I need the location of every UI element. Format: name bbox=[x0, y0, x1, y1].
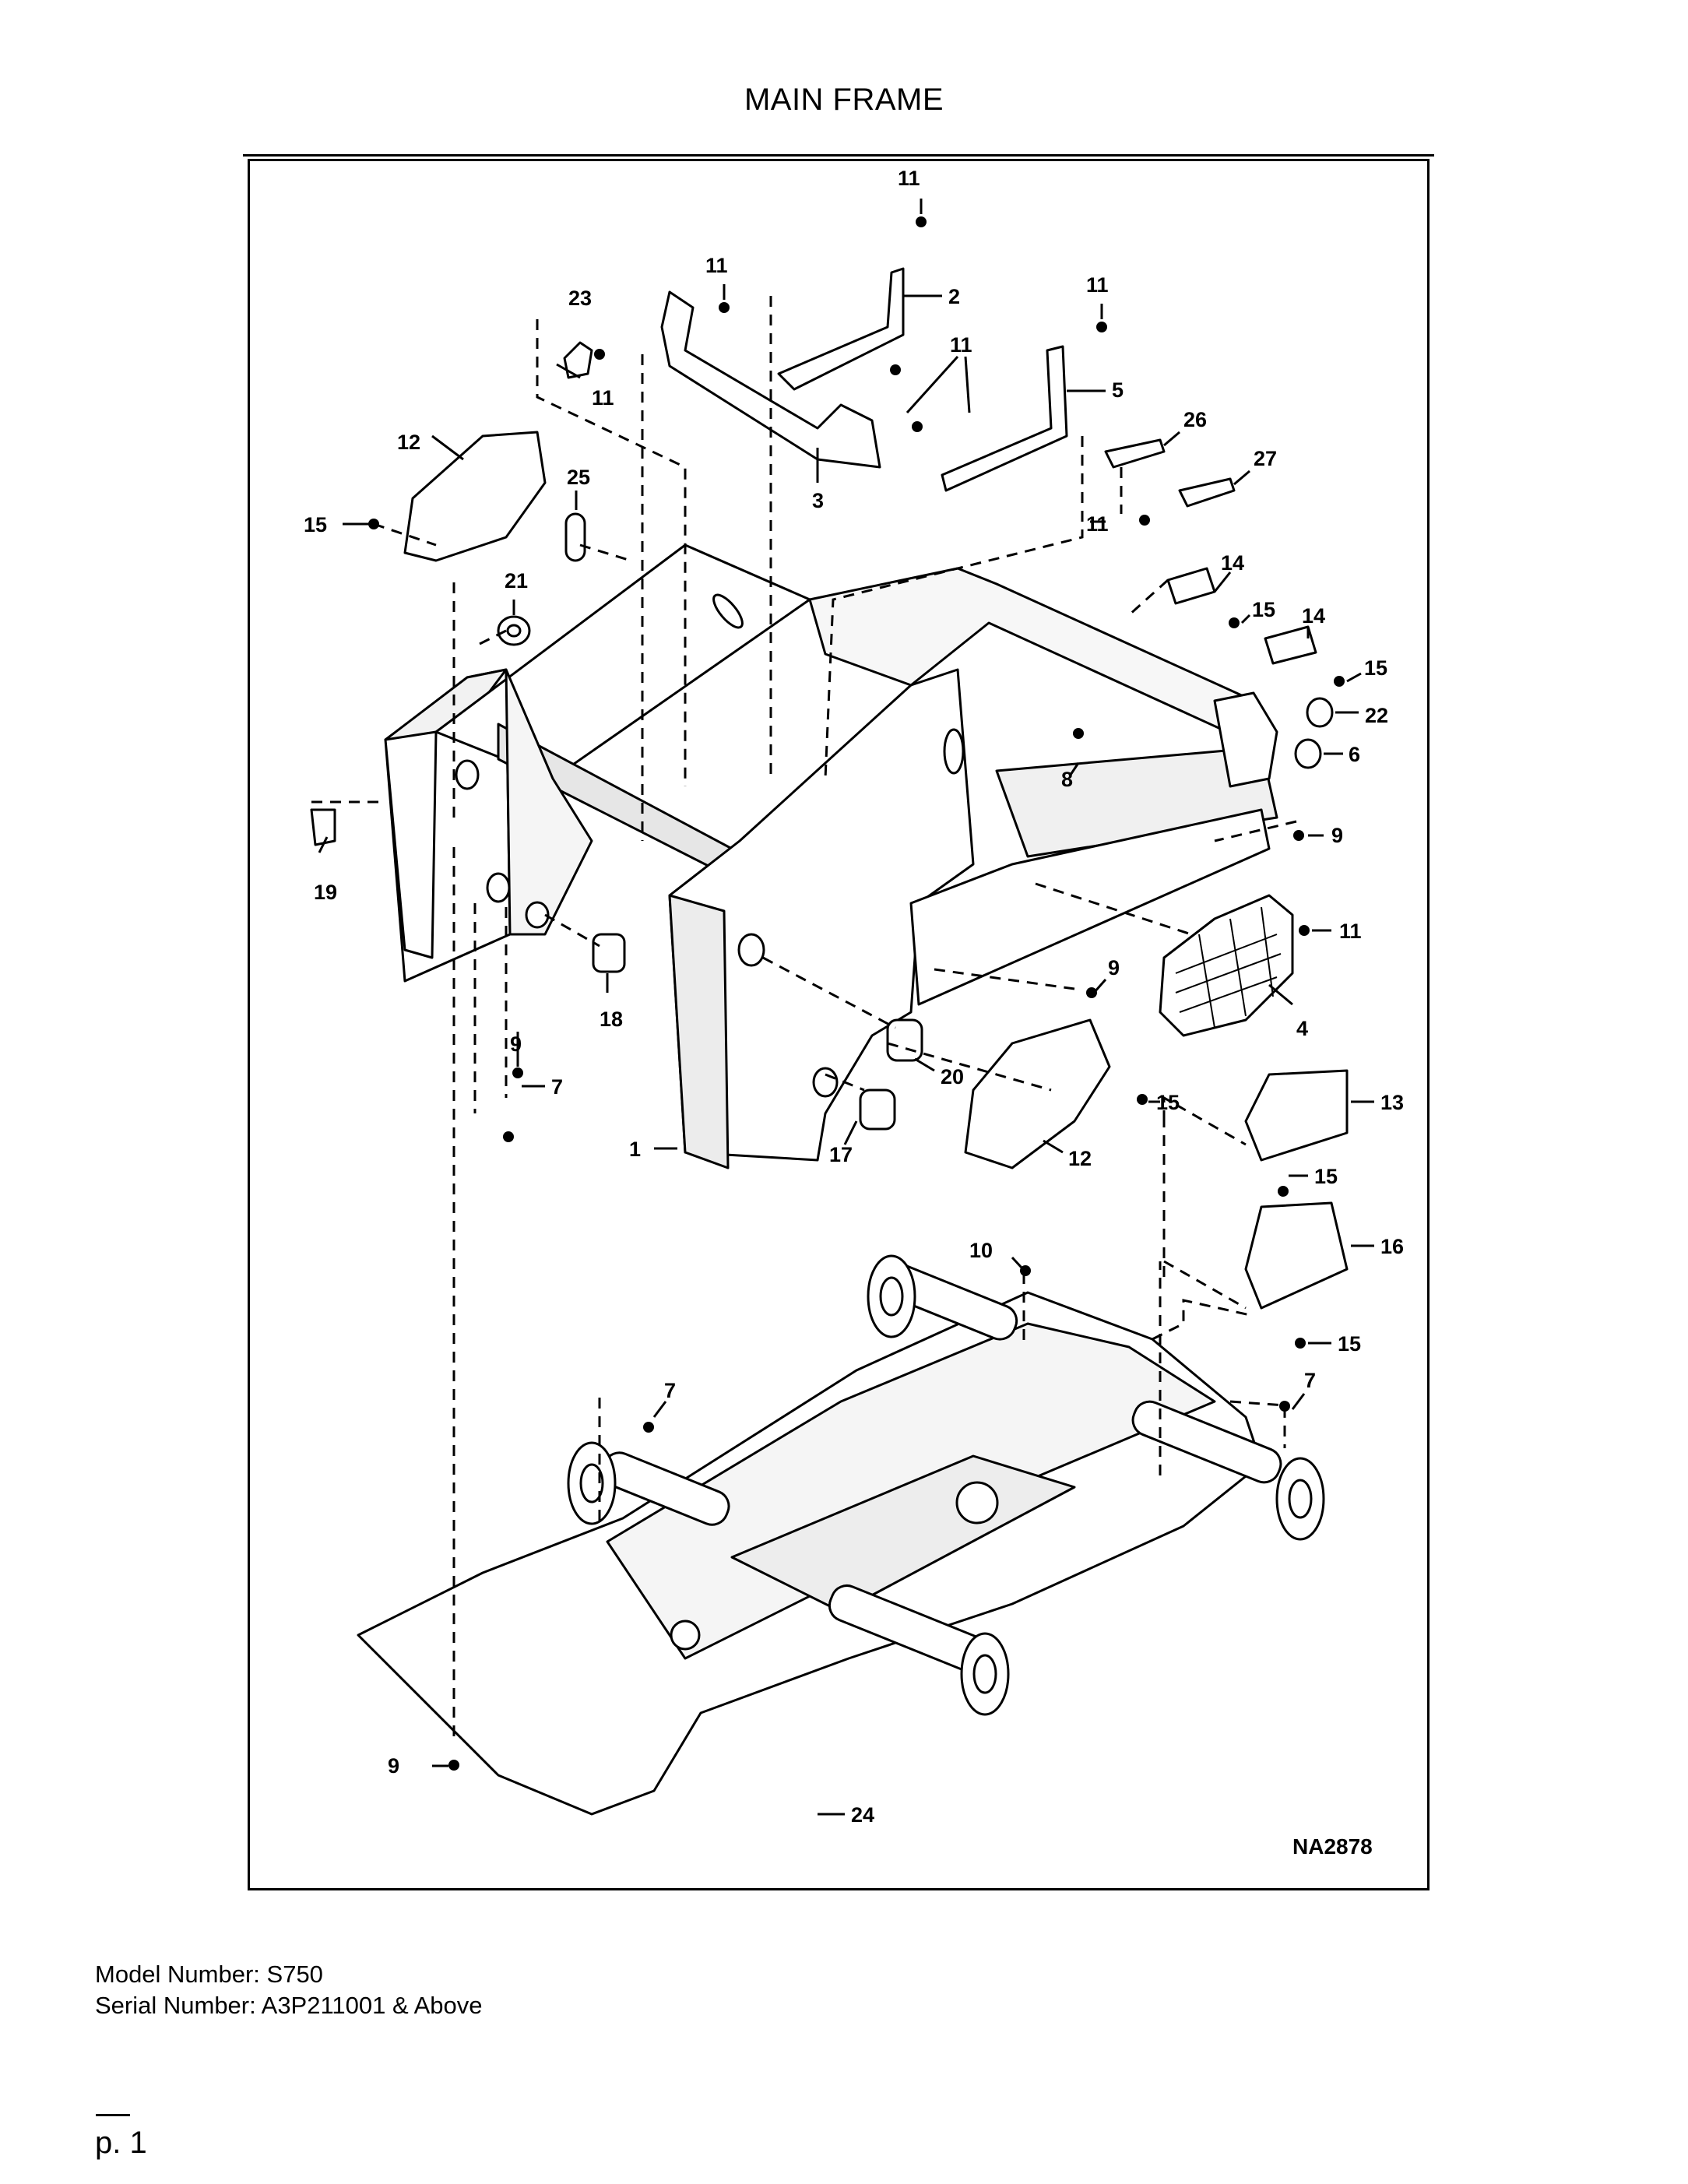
callout-26: 26 bbox=[1183, 408, 1207, 431]
callout-25: 25 bbox=[567, 466, 590, 489]
bushing-22 bbox=[1306, 697, 1334, 728]
model-number: Model Number: S750 bbox=[95, 1961, 323, 1988]
cover-13 bbox=[1244, 1069, 1349, 1162]
frame-floor-plate bbox=[909, 808, 1271, 1006]
plate-14-a bbox=[1166, 567, 1216, 605]
chassis-assembly bbox=[357, 1263, 1282, 1816]
grille-4 bbox=[1159, 894, 1294, 1037]
callout-14-b: 14 bbox=[1302, 604, 1325, 628]
bushing-18 bbox=[592, 933, 626, 973]
callout-7-a: 7 bbox=[551, 1075, 563, 1099]
strap-25 bbox=[564, 512, 586, 562]
hub-rear-left bbox=[867, 1254, 916, 1338]
main-frame-assembly bbox=[384, 543, 1278, 1169]
callout-15-d: 15 bbox=[1156, 1091, 1180, 1114]
callout-9-c: 9 bbox=[1331, 824, 1343, 847]
callout-9-b: 9 bbox=[1108, 956, 1120, 979]
bracket-27 bbox=[1178, 477, 1236, 508]
callout-11-c: 11 bbox=[1086, 273, 1109, 297]
hub-front-right bbox=[960, 1632, 1010, 1716]
explode-lines bbox=[311, 296, 1297, 1736]
rear-upright bbox=[1213, 691, 1278, 788]
callout-1: 1 bbox=[629, 1138, 641, 1161]
callout-19: 19 bbox=[314, 881, 337, 904]
cover-16 bbox=[1244, 1201, 1349, 1310]
bracket-2 bbox=[777, 267, 905, 391]
chassis-round-port bbox=[955, 1481, 999, 1525]
plate-14-b bbox=[1264, 625, 1317, 665]
wheel-hubs bbox=[567, 1254, 1325, 1716]
clip-23 bbox=[563, 341, 593, 379]
callout-24: 24 bbox=[851, 1803, 874, 1827]
callout-10: 10 bbox=[969, 1239, 993, 1262]
callout-7-b: 7 bbox=[664, 1379, 676, 1402]
callout-27: 27 bbox=[1254, 447, 1277, 470]
callout-23: 23 bbox=[568, 287, 592, 310]
drawing-code: NA2878 bbox=[1292, 1834, 1373, 1859]
callout-11-g: 11 bbox=[1339, 920, 1362, 943]
axle-tube-rear-right bbox=[1131, 1400, 1282, 1484]
callout-11-a: 11 bbox=[898, 167, 920, 190]
clip-19 bbox=[310, 808, 336, 846]
callout-13: 13 bbox=[1380, 1091, 1404, 1114]
hub-rear-right bbox=[1275, 1457, 1325, 1541]
bushing-6 bbox=[1294, 738, 1322, 769]
callout-9-a: 9 bbox=[510, 1032, 522, 1056]
callout-11-b: 11 bbox=[705, 254, 728, 277]
page-number: p. 1 bbox=[95, 2126, 147, 2160]
callout-15-a: 15 bbox=[304, 513, 327, 536]
bracket-5 bbox=[941, 345, 1068, 492]
frame-top-rule bbox=[243, 154, 1434, 157]
callout-6: 6 bbox=[1349, 743, 1360, 766]
callout-14-a: 14 bbox=[1221, 551, 1244, 575]
bushing-20 bbox=[886, 1018, 923, 1062]
shield-12-upper bbox=[403, 431, 547, 562]
bracket-26 bbox=[1104, 438, 1166, 469]
callout-5: 5 bbox=[1112, 378, 1124, 402]
callout-11-d: 11 bbox=[950, 333, 972, 357]
top-left-rail bbox=[434, 543, 811, 780]
serial-number: Serial Number: A3P211001 & Above bbox=[95, 1992, 483, 2019]
page-number-rule bbox=[96, 2114, 130, 2116]
frame-bosses bbox=[455, 593, 965, 1098]
callout-11-e: 11 bbox=[592, 386, 614, 410]
callout-15-b: 15 bbox=[1252, 598, 1275, 621]
callout-17: 17 bbox=[829, 1143, 853, 1166]
callout-9-d: 9 bbox=[388, 1754, 399, 1778]
callout-18: 18 bbox=[600, 1008, 623, 1031]
rear-cross-member bbox=[995, 746, 1278, 858]
grille-mesh bbox=[1175, 906, 1282, 1029]
callout-12-b: 12 bbox=[1068, 1147, 1092, 1170]
callout-12-a: 12 bbox=[397, 431, 420, 454]
callout-3: 3 bbox=[812, 489, 824, 512]
callout-4: 4 bbox=[1296, 1017, 1308, 1040]
bracket-3 bbox=[660, 290, 881, 469]
callout-21: 21 bbox=[505, 569, 528, 593]
right-upright-front-face bbox=[668, 894, 730, 1169]
callout-15-c: 15 bbox=[1364, 656, 1387, 680]
shield-12-lower bbox=[964, 1018, 1111, 1169]
diagram-frame bbox=[248, 159, 1430, 1890]
callout-2: 2 bbox=[948, 285, 960, 308]
callout-15-f: 15 bbox=[1338, 1332, 1361, 1356]
page-title: MAIN FRAME bbox=[744, 83, 944, 117]
callout-labels: 1 2 3 4 5 6 7 7 7 8 9 9 9 9 10 11 11 11 … bbox=[304, 167, 1404, 1827]
callout-16: 16 bbox=[1380, 1235, 1404, 1258]
upper-small-parts bbox=[310, 267, 1349, 1310]
callout-8: 8 bbox=[1061, 768, 1073, 791]
hub-front-left bbox=[567, 1441, 617, 1525]
leader-lines bbox=[318, 199, 1374, 1816]
callout-15-e: 15 bbox=[1314, 1165, 1338, 1188]
callout-11-f: 11 bbox=[1086, 512, 1109, 536]
callout-20: 20 bbox=[941, 1065, 964, 1088]
callout-22: 22 bbox=[1365, 704, 1388, 727]
bushing-17 bbox=[859, 1088, 896, 1131]
callout-7-c: 7 bbox=[1304, 1369, 1316, 1392]
